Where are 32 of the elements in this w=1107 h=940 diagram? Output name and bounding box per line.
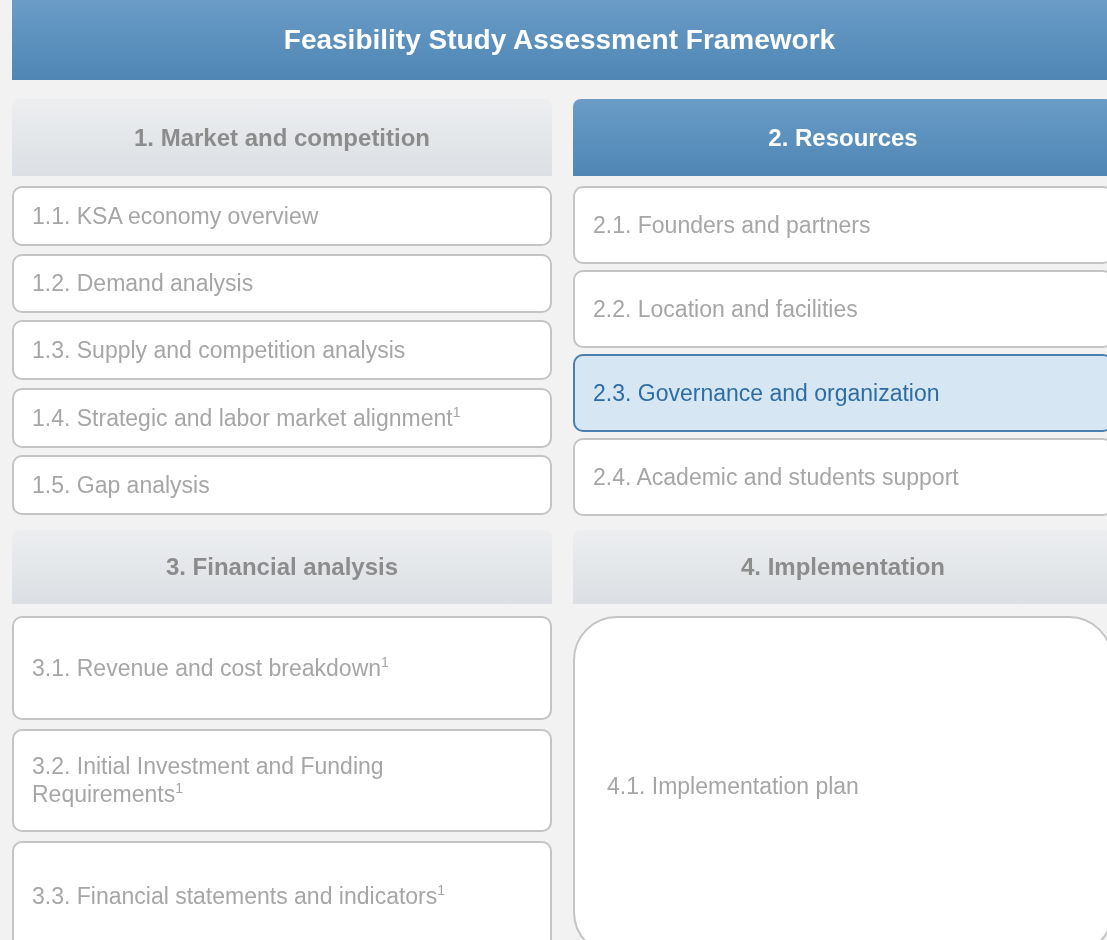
item-text: 2.3. Governance and organization [593, 379, 940, 407]
item-box [573, 438, 1107, 516]
item-text: 3.1. Revenue and cost breakdown$^{1}$ [32, 654, 389, 682]
section-title: 1. Market and competition [133, 123, 431, 152]
item-box [12, 455, 552, 515]
item-text: 1.2. Demand analysis [32, 270, 254, 297]
item-box [12, 388, 552, 448]
item-box [12, 841, 552, 940]
section-title: 3. Financial analysis [165, 553, 399, 581]
item-text: 2.4. Academic and students support [593, 463, 959, 491]
item-box [573, 616, 1107, 940]
item-box [573, 270, 1107, 348]
section-title: 2. Resources [768, 123, 918, 152]
item-text: 1.1. KSA economy overview [32, 202, 319, 230]
item-text: 4.1. Implementation plan [607, 772, 859, 800]
title-banner: Feasibility Study Assessment Framework [12, 0, 1107, 80]
item-text: 1.4. Strategic and labor market alignment$^{1}$ [32, 404, 461, 432]
item-box [12, 729, 552, 832]
item-text: 3.3. Financial statements and indicators$^{1}$ [32, 882, 446, 910]
item-box [12, 616, 552, 720]
item-box [12, 254, 552, 313]
item-box [12, 186, 552, 246]
item-text: 3.2. Initial Investment and Funding Requirements$^{1}$ [32, 753, 385, 808]
item-text: 1.5. Gap analysis [32, 471, 210, 499]
item-box [12, 320, 552, 380]
section-title: 4. Implementation [740, 553, 945, 581]
item-box [573, 354, 1107, 432]
item-box [573, 186, 1107, 264]
item-text: 2.2. Location and facilities [593, 295, 858, 323]
section-header [573, 99, 1107, 176]
item-text: 1.3. Supply and competition analysis [32, 336, 406, 364]
item-text: 2.1. Founders and partners [593, 211, 871, 239]
